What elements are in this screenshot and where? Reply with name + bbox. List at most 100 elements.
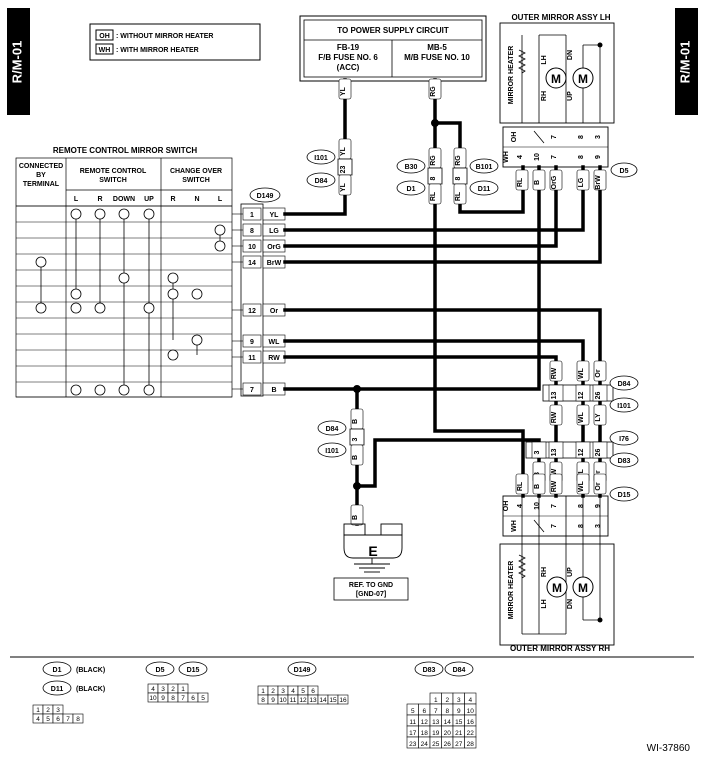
conn-d84-i101-cell bbox=[575, 384, 591, 402]
d149-wire-color: YL bbox=[270, 212, 280, 219]
wire-label: B bbox=[534, 484, 541, 489]
wire-label: BrW bbox=[595, 175, 602, 190]
face-d83-tag bbox=[414, 661, 444, 677]
tag-b30-tag-label: B30 bbox=[405, 164, 418, 171]
wire-label-box bbox=[549, 169, 563, 191]
conn-gnd-inline-top: B bbox=[352, 419, 359, 424]
legend-wh-badge bbox=[95, 43, 114, 55]
conn-b30-d1-bot: RL bbox=[430, 191, 437, 201]
face-d15-tag bbox=[178, 661, 208, 677]
splice-dot bbox=[431, 119, 439, 127]
face-d83-num: 16 bbox=[467, 719, 475, 726]
ohwh-b: WH bbox=[511, 520, 518, 532]
mirror-rh-title: OUTER MIRROR ASSY RH bbox=[510, 644, 610, 653]
conn-i76-d83-cell bbox=[575, 441, 591, 459]
conn-i101-d84-pin: 23 bbox=[340, 166, 347, 174]
legend-box bbox=[89, 23, 261, 61]
face-d149b-num: 12 bbox=[299, 697, 307, 704]
conn-i76-d83-body bbox=[525, 441, 614, 459]
d149-wire-color: RW bbox=[268, 355, 280, 362]
power-supply-title: TO POWER SUPPLY CIRCUIT bbox=[337, 26, 449, 35]
d149-pin-number: 8 bbox=[250, 228, 254, 235]
face-d83-num: 1 bbox=[434, 697, 438, 704]
conn-i101-d84-top: YL bbox=[340, 146, 347, 156]
conn-d84-i101-wire-above: WL bbox=[578, 367, 585, 379]
switch-contact bbox=[167, 349, 179, 361]
wire-label-box bbox=[515, 473, 529, 495]
face-d5b-num: 8 bbox=[171, 695, 175, 702]
switch-contact bbox=[94, 384, 106, 396]
face-d11-tag-label: D11 bbox=[51, 686, 64, 693]
mirror-lh-box bbox=[499, 22, 615, 124]
fuse-fb19-desc: F/B FUSE NO. 6 bbox=[318, 53, 378, 62]
ground-ref-line-2: [GND-07] bbox=[356, 591, 386, 598]
legend-oh-code: OH bbox=[99, 33, 110, 40]
conn-b30-d1-top: RG bbox=[430, 155, 437, 166]
conn-b101-d11-top: RG bbox=[455, 155, 462, 166]
splice-dot bbox=[353, 482, 361, 490]
switch-group-remote-2: SWITCH bbox=[99, 177, 127, 184]
conn-gnd-inline-body bbox=[349, 428, 365, 446]
face-d5-num: 1 bbox=[181, 686, 185, 693]
pin-9: 9 bbox=[595, 155, 602, 159]
d149-connector-body bbox=[240, 203, 264, 397]
fuse-mb5-desc: M/B FUSE NO. 10 bbox=[404, 53, 470, 62]
face-d83-num: 28 bbox=[467, 741, 475, 748]
switch-group-changeover-2: SWITCH bbox=[182, 177, 210, 184]
conn-b30-d1-pin: 8 bbox=[430, 176, 437, 180]
conn-d84-i101-pin: 13 bbox=[551, 392, 558, 400]
wire-yl bbox=[283, 78, 347, 216]
ohwh-a: WH bbox=[503, 151, 510, 163]
wire-label-acc-box bbox=[338, 78, 352, 100]
pin-7b: 7 bbox=[551, 135, 558, 139]
face-d149b-num: 9 bbox=[271, 697, 275, 704]
ground-ref-line-1: REF. TO GND bbox=[349, 582, 393, 589]
fuse-fb19-label: FB-19 bbox=[337, 43, 360, 52]
pin-7b: 7 bbox=[551, 524, 558, 528]
conn-d84-i101-wire-above: Or bbox=[595, 369, 602, 377]
face-d149a-num: 4 bbox=[291, 688, 295, 695]
face-d15-tag-label: D15 bbox=[187, 667, 200, 674]
switch-contact bbox=[191, 334, 203, 346]
switch-contact bbox=[35, 302, 47, 314]
face-d5-tag bbox=[145, 661, 175, 677]
mirror-rh-heater-label: MIRROR HEATER bbox=[508, 561, 515, 620]
pin-3: 3 bbox=[595, 135, 602, 139]
face-d83-num: 13 bbox=[432, 719, 440, 726]
face-d83-num: 6 bbox=[422, 708, 426, 715]
switch-col-connected-3: TERMINAL bbox=[23, 181, 60, 188]
face-d1b-num: 7 bbox=[66, 716, 70, 723]
pin-heater: 4 bbox=[517, 504, 524, 508]
switch-table-title: REMOTE CONTROL MIRROR SWITCH bbox=[53, 146, 198, 155]
face-d5b-num: 10 bbox=[149, 695, 157, 702]
ohwh-b: OH bbox=[511, 132, 518, 143]
conn-d84-i101-wire-below: RW bbox=[551, 411, 558, 423]
tag-i101-mid-tag-label: I101 bbox=[617, 403, 631, 410]
face-d83-cell bbox=[464, 736, 477, 749]
pin-8b: 8 bbox=[578, 135, 585, 139]
tag-d11-tag bbox=[469, 180, 499, 196]
d149-pin-number: 14 bbox=[248, 260, 256, 267]
wire-label-batt: RG bbox=[430, 86, 437, 97]
tag-d84-tag bbox=[306, 172, 336, 188]
tag-d84-mid-tag bbox=[609, 375, 639, 391]
wire-label-batt-box bbox=[428, 78, 442, 100]
mirror-rh-motor-2-label: M bbox=[578, 581, 588, 595]
face-d83-num: 27 bbox=[455, 741, 463, 748]
face-d5b-num: 7 bbox=[181, 695, 185, 702]
conn-gnd-inline-bot-box bbox=[350, 444, 364, 466]
tag-d1-tag bbox=[396, 180, 426, 196]
switch-col-l: L bbox=[74, 196, 79, 203]
switch-col-n: N bbox=[194, 196, 199, 203]
wire-org bbox=[283, 165, 558, 248]
face-d1-tag bbox=[42, 661, 72, 677]
mirror-rh-up: UP bbox=[567, 567, 574, 577]
pin-8b: 8 bbox=[578, 524, 585, 528]
face-d149b-num: 15 bbox=[329, 697, 337, 704]
mirror-lh-heater-label: MIRROR HEATER bbox=[508, 46, 515, 105]
mirror-rh-dn: DN bbox=[567, 599, 574, 609]
mirror-lh-title: OUTER MIRROR ASSY LH bbox=[511, 13, 610, 22]
conn-i76-d83-cell bbox=[531, 441, 547, 459]
conn-b101-d11-bot-box bbox=[453, 183, 467, 205]
tag-d1-tag-label: D1 bbox=[407, 186, 416, 193]
